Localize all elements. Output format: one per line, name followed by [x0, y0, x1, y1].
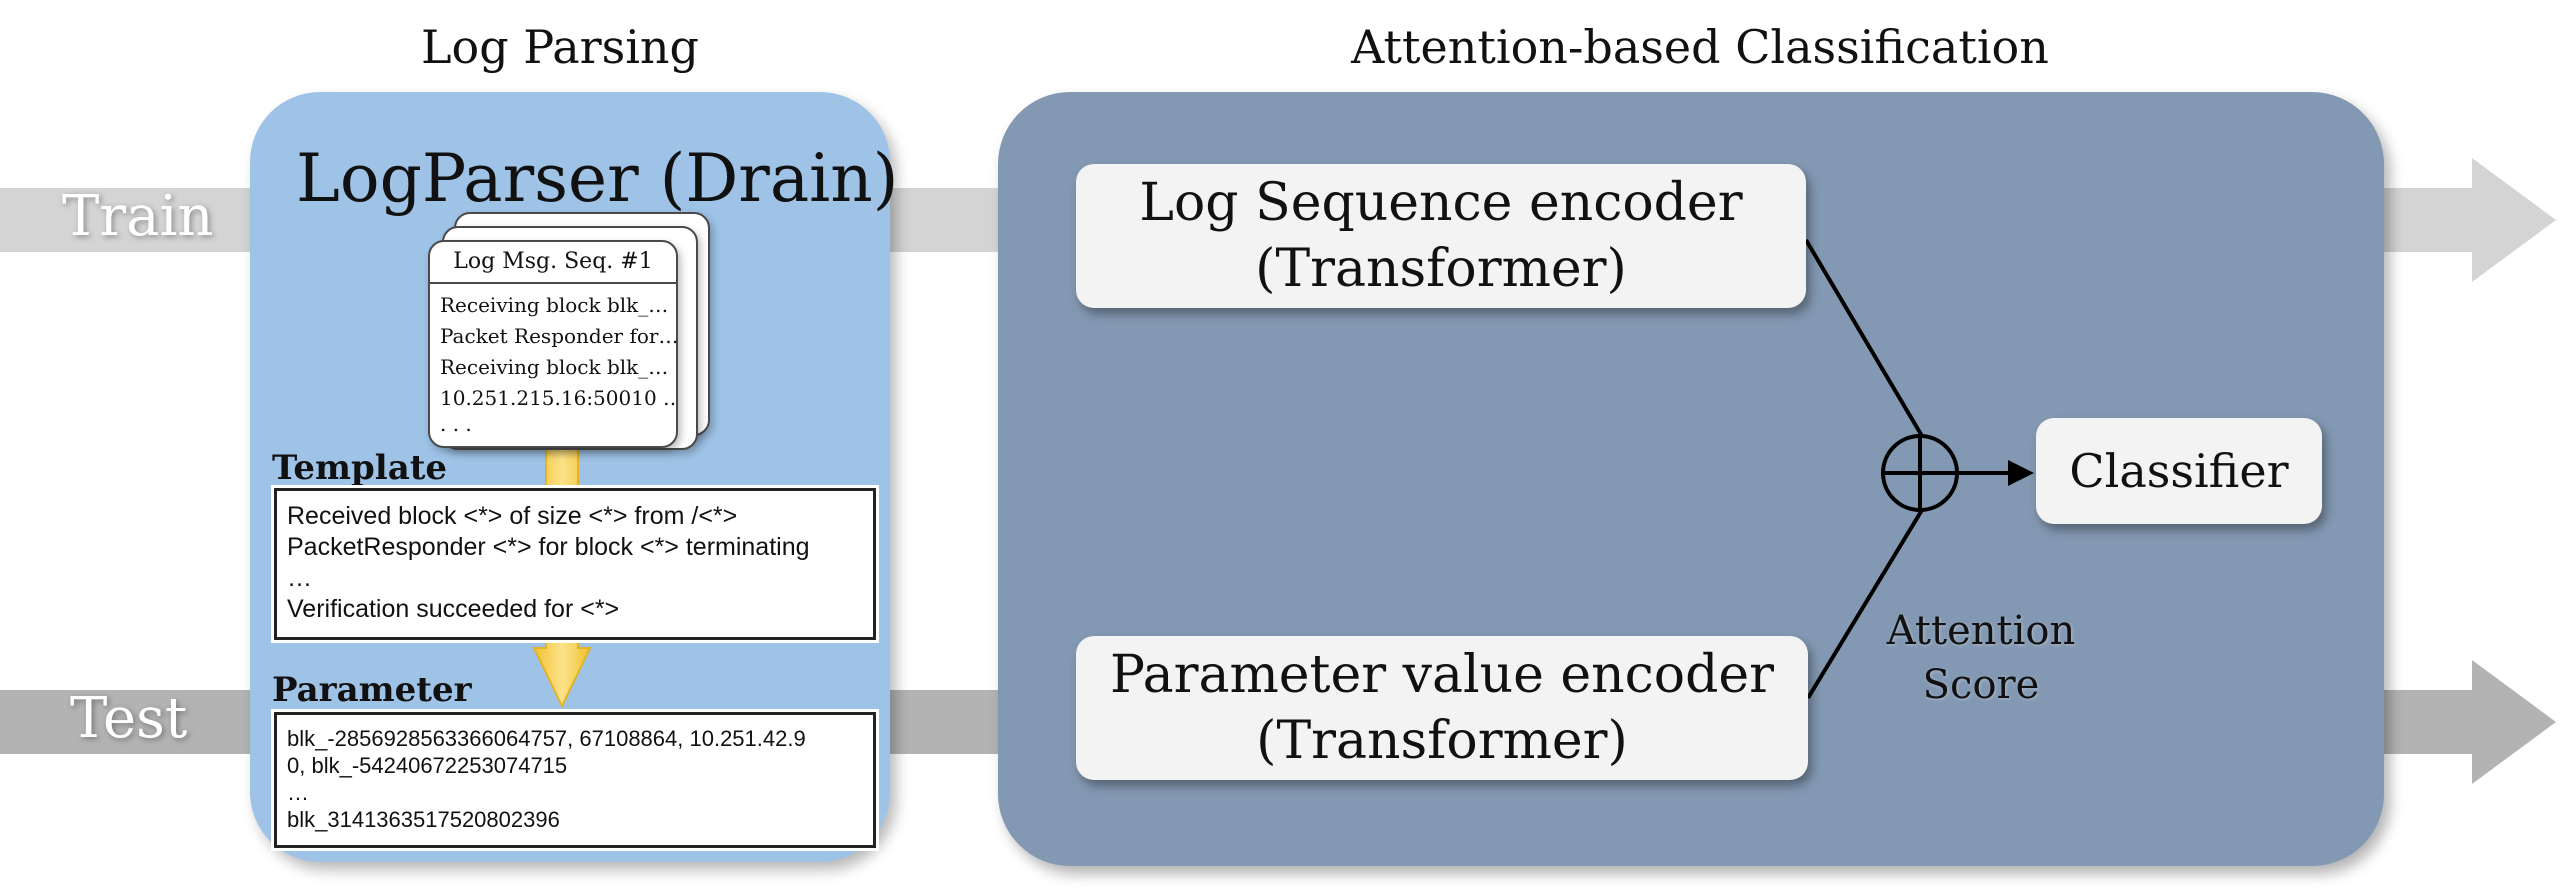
log-message-line: 10.251.215.16:50010 …: [440, 386, 676, 410]
log-parsing-title: Log Parsing: [421, 20, 699, 74]
param-encoder-connector: [1806, 508, 1924, 700]
template-line: Verification succeeded for <*>: [287, 595, 620, 623]
to-classifier-arrowhead: [2008, 460, 2034, 486]
classifier-label: Classifier: [2069, 444, 2289, 498]
template-label: Template: [272, 448, 448, 488]
log-encoder-name: Log Sequence encoder: [1139, 173, 1743, 233]
classifier-box: Classifier: [2036, 418, 2322, 524]
attention-label-line: Attention: [1886, 608, 2076, 654]
parameter-line: …: [287, 780, 309, 805]
log-encoder-model: (Transformer): [1255, 239, 1627, 299]
classification-title: Attention-based Classification: [1351, 20, 2049, 74]
attention-score-label: Attention Score: [1866, 604, 2096, 712]
param-encoder-model: (Transformer): [1256, 711, 1628, 771]
parameter-box: blk_-2856928563366064757, 67108864, 10.2…: [274, 712, 876, 848]
log-message-card: Log Msg. Seq. #1 Receiving block blk_… P…: [428, 240, 678, 448]
parameter-label: Parameter: [272, 670, 472, 710]
log-message-line: Packet Responder for…: [440, 324, 676, 348]
train-label: Train: [62, 184, 214, 249]
param-encoder-name: Parameter value encoder: [1109, 645, 1775, 705]
attention-label-line: Score: [1922, 662, 2040, 708]
log-message-line: Receiving block blk_…: [440, 355, 669, 379]
log-encoder-connector: [1804, 238, 1924, 438]
log-message-line: Receiving block blk_…: [440, 293, 669, 317]
log-sequence-encoder: Log Sequence encoder (Transformer): [1076, 164, 1806, 308]
sum-icon: [1881, 434, 1959, 512]
parameter-line: blk_3141363517520802396: [287, 807, 560, 832]
test-label: Test: [70, 686, 188, 751]
parameter-value-encoder: Parameter value encoder (Transformer): [1076, 636, 1808, 780]
template-box: Received block <*> of size <*> from /<*>…: [274, 488, 876, 640]
parameter-line: 0, blk_-54240672253074715: [287, 753, 568, 778]
parameter-line: blk_-2856928563366064757, 67108864, 10.2…: [287, 726, 806, 751]
template-line: Received block <*> of size <*> from /<*>: [287, 502, 738, 530]
log-parser-title: LogParser (Drain): [296, 140, 899, 217]
template-line: …: [287, 564, 312, 592]
log-message-line: . . .: [440, 414, 472, 436]
template-line: PacketResponder <*> for block <*> termin…: [287, 533, 810, 561]
log-message-card-title: Log Msg. Seq. #1: [430, 242, 676, 284]
